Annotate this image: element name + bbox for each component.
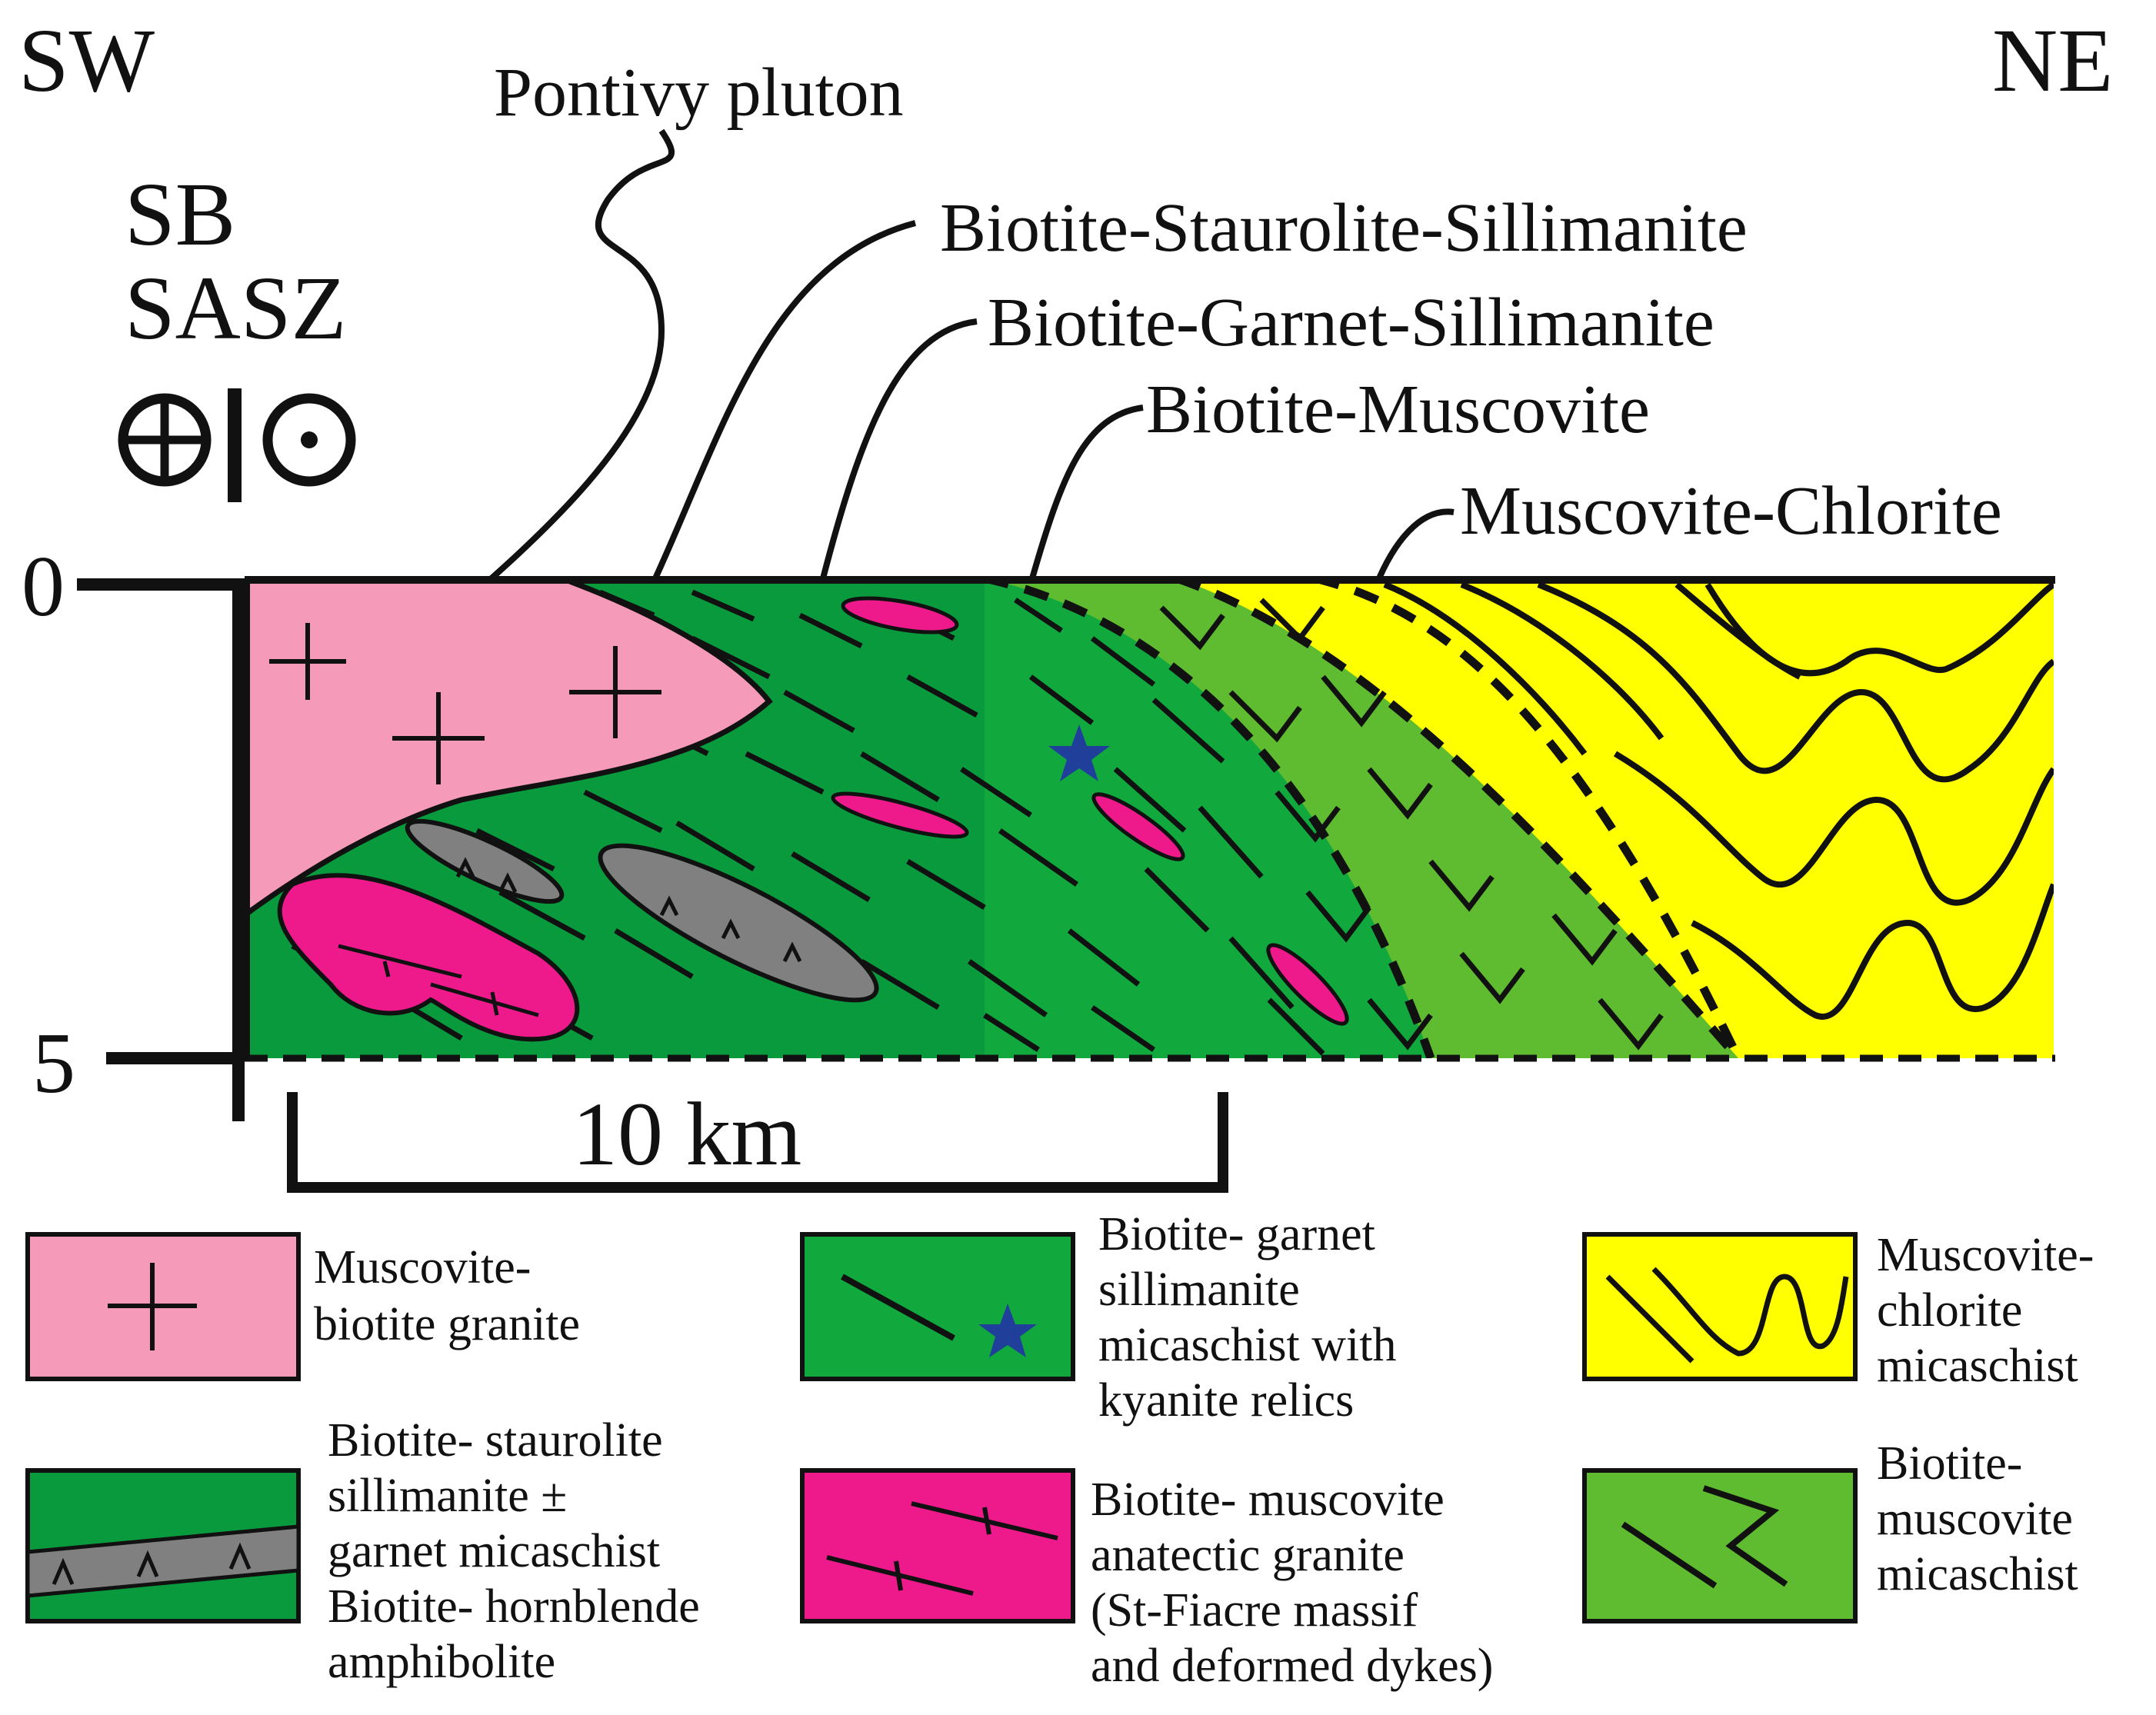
legend-text: biotite granite xyxy=(314,1298,580,1350)
zone-muscovite-chlorite-fill xyxy=(1177,578,2054,1058)
amphibolite-lens xyxy=(405,818,565,904)
isograd-muscovite-chlorite xyxy=(1314,578,1742,1058)
depth-label-0: 0 xyxy=(22,539,65,634)
anatectic-lens xyxy=(831,791,969,839)
legend-text: micaschist xyxy=(1877,1548,2078,1600)
legend-item-granite: Muscovite- biotite granite xyxy=(25,1232,580,1381)
legend-text: Muscovite- xyxy=(314,1241,531,1294)
scale-bar xyxy=(287,1092,1228,1193)
amphibolite-ticks xyxy=(455,857,802,963)
legend-text: Biotite- staurolite xyxy=(328,1414,663,1467)
legend-text: Biotite- muscovite xyxy=(1091,1474,1445,1526)
amphibolite-lens xyxy=(598,843,879,1003)
legend-text: Biotite- xyxy=(1877,1437,2022,1490)
legend-text: (St-Fiacre massif xyxy=(1091,1584,1418,1637)
depth-axis xyxy=(77,578,245,1121)
legend-item-garnet-sillimanite: Biotite- garnet sillimanite micaschist w… xyxy=(800,1208,1396,1427)
depth-label-5: 5 xyxy=(32,1016,75,1111)
zone-label-muscovite-chlorite: Muscovite-Chlorite xyxy=(1460,473,2002,549)
section-body xyxy=(245,578,2054,1058)
pluton-crosses xyxy=(269,623,661,784)
legend-text: amphibolite xyxy=(328,1636,555,1688)
legend-item-staurolite-sillimanite: Biotite- staurolite sillimanite ± garnet… xyxy=(25,1414,700,1688)
legend-text: sillimanite ± xyxy=(328,1470,567,1522)
anatectic-lens xyxy=(1266,943,1349,1026)
anatectic-granite xyxy=(277,873,580,1042)
sb-label: SB xyxy=(125,164,235,265)
zone-biotite-muscovite-fill xyxy=(985,578,1738,1058)
zone-label-staurolite: Biotite-Staurolite-Sillimanite xyxy=(940,190,1748,266)
anatectic-lens xyxy=(1091,792,1185,861)
isograd-garnet-muscovite xyxy=(1175,578,1742,1058)
vertical-bar-icon xyxy=(228,388,242,502)
legend-text: garnet micaschist xyxy=(328,1525,660,1577)
sw-label: SW xyxy=(18,10,155,111)
fold-lines xyxy=(1383,581,2054,1020)
legend-text: kyanite relics xyxy=(1098,1374,1354,1427)
legend-item-muscovite-chlorite: Muscovite- chlorite micaschist xyxy=(1582,1229,2094,1392)
sasz-label: SASZ xyxy=(125,258,347,358)
kyanite-star-icon xyxy=(1048,724,1110,781)
isograd-staurolite-garnet xyxy=(983,578,1435,1058)
section-outline xyxy=(239,576,2055,1062)
scale-bar-label: 10 km xyxy=(572,1084,801,1184)
anatectic-dyke-lines xyxy=(338,944,539,1017)
pontivy-pluton xyxy=(245,578,773,919)
pluton-label: Pontivy pluton xyxy=(494,55,904,131)
legend-text: chlorite xyxy=(1877,1284,2022,1337)
star-icon xyxy=(978,1304,1037,1357)
legend-text: micaschist with xyxy=(1098,1319,1396,1371)
legend-text: Biotite- hornblende xyxy=(328,1580,700,1633)
zone-label-garnet: Biotite-Garnet-Sillimanite xyxy=(988,285,1714,361)
legend-text: and deformed dykes) xyxy=(1091,1640,1493,1692)
legend-item-biotite-muscovite: Biotite- muscovite micaschist xyxy=(1582,1437,2078,1623)
legend-text: muscovite xyxy=(1877,1493,2073,1545)
ne-label: NE xyxy=(1992,10,2113,111)
zone-label-biotite-muscovite: Biotite-Muscovite xyxy=(1146,371,1650,448)
legend-text: micaschist xyxy=(1877,1340,2078,1392)
legend-text: anatectic granite xyxy=(1091,1529,1405,1581)
cross-circle-icon xyxy=(118,393,212,487)
dot-circle-icon xyxy=(262,393,356,487)
anatectic-lens xyxy=(841,596,959,634)
legend-item-anatectic: Biotite- muscovite anatectic granite (St… xyxy=(800,1468,1493,1692)
legend-text: Biotite- garnet xyxy=(1098,1208,1375,1260)
legend-text: sillimanite xyxy=(1098,1264,1300,1316)
legend-text: Muscovite- xyxy=(1877,1229,2094,1281)
